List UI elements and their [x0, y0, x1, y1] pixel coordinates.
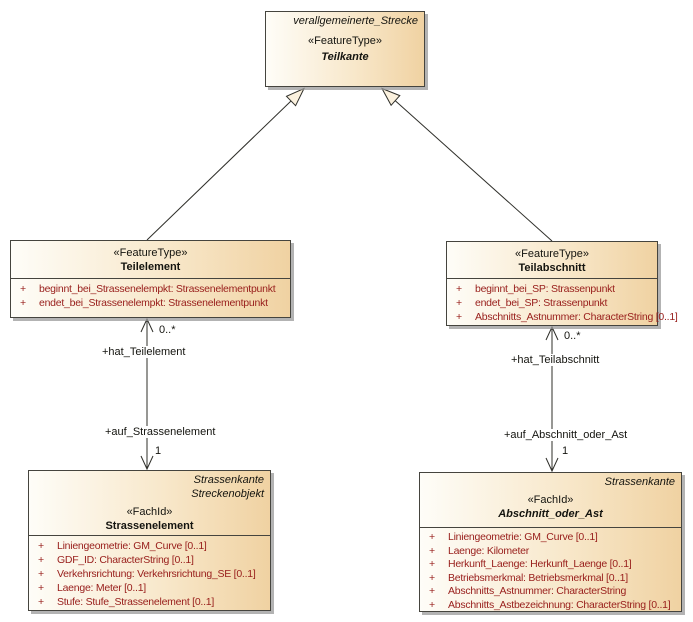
attribute-row: + GDF_ID: CharacterString [0..1] [38, 554, 194, 566]
attribute-row: + Verkehrsrichtung: Verkehrsrichtung_SE … [38, 568, 256, 580]
generalization-teilelement-teilkante[interactable] [146, 87, 306, 241]
open-arrowhead-up [545, 325, 559, 341]
class-name: Teilabschnitt [518, 262, 586, 274]
role-label[interactable]: +auf_Abschnitt_oder_Ast [503, 429, 629, 441]
stereotype-label: «FeatureType» [113, 247, 188, 259]
parent-type-label: Strassenkante Streckenobjekt [191, 474, 264, 500]
parent-type-label: Strassenkante [604, 476, 675, 488]
role-label[interactable]: +auf_Strassenelement [104, 426, 217, 438]
open-arrowhead-down [140, 455, 154, 471]
attribute-row: + endet_bei_Strassenelempkt: Strassenele… [20, 297, 268, 309]
attribute-row: + beginnt_bei_Strassenelempkt: Strassene… [20, 283, 276, 295]
multiplicity-label[interactable]: 0..* [563, 330, 582, 342]
attribute-row: + Laenge: Kilometer [429, 544, 529, 557]
stereotype-label: «FeatureType» [308, 35, 382, 47]
stereotype-label: «FeatureType» [515, 248, 589, 260]
attribute-row: + beginnt_bei_SP: Strassenpunkt [456, 283, 615, 295]
attribute-row: + Liniengeometrie: GM_Curve [0..1] [38, 540, 207, 552]
attribute-row: + endet_bei_SP: Strassenpunkt [456, 297, 608, 309]
multiplicity-label[interactable]: 1 [561, 445, 570, 457]
stereotype-label: «FachId» [527, 494, 574, 506]
hollow-triangle-arrowhead [285, 87, 306, 107]
hollow-triangle-arrowhead [380, 87, 401, 107]
class-abschnitt-oder-ast[interactable]: Strassenkante «FachId» Abschnitt_oder_As… [419, 472, 682, 612]
class-name: Teilelement [120, 261, 181, 273]
attribute-row: + Laenge: Meter [0..1] [38, 582, 146, 594]
attribute-row: + Stufe: Stufe_Strassenelement [0..1] [38, 596, 215, 608]
open-arrowhead-up [140, 317, 154, 333]
class-teilkante[interactable]: verallgemeinerte_Strecke «FeatureType» T… [265, 11, 425, 87]
attribute-row: + Abschnitts_Astnummer: CharacterString … [456, 311, 678, 323]
open-arrowhead-down [545, 457, 559, 473]
generalization-teilabschnitt-teilkante[interactable] [380, 87, 553, 242]
multiplicity-label[interactable]: 0..* [158, 324, 177, 336]
multiplicity-label[interactable]: 1 [154, 445, 163, 457]
attribute-row: + Betriebsmerkmal: Betriebsmerkmal [0..1… [429, 571, 628, 584]
role-label[interactable]: +hat_Teilelement [101, 346, 187, 358]
class-strassenelement[interactable]: Strassenkante Streckenobjekt «FachId» St… [28, 470, 271, 611]
class-name: Strassenelement [105, 520, 194, 532]
attribute-row: + Herkunft_Laenge: Herkunft_Laenge [0..1… [429, 558, 632, 570]
class-teilelement[interactable]: «FeatureType» Teilelement + beginnt_bei_… [10, 240, 291, 318]
role-label[interactable]: +hat_Teilabschnitt [510, 354, 601, 366]
attribute-row: + Liniengeometrie: GM_Curve [0..1] [429, 531, 598, 543]
class-name: Teilkante [321, 51, 369, 63]
association-teilabschnitt-abschnitt[interactable] [545, 325, 559, 473]
class-teilabschnitt[interactable]: «FeatureType» Teilabschnitt + beginnt_be… [446, 241, 678, 326]
association-teilelement-strassenelement[interactable] [140, 317, 154, 471]
parent-type-label: verallgemeinerte_Strecke [293, 15, 418, 27]
class-name: Abschnitt_oder_Ast [498, 508, 603, 520]
attribute-row: + Abschnitts_Astbezeichnung: CharacterSt… [429, 598, 671, 611]
stereotype-label: «FachId» [126, 506, 173, 518]
attribute-row: + Abschnitts_Astnummer: CharacterString [429, 585, 627, 597]
